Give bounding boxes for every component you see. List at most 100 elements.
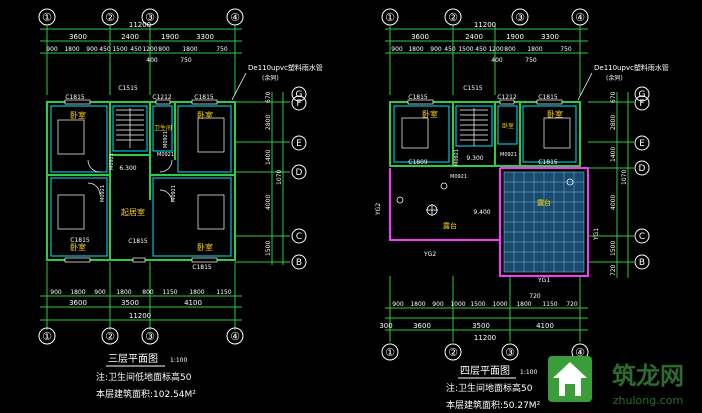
dim-text: 1800 [116, 289, 131, 296]
pipe-label-note: (余同) [262, 74, 279, 82]
dim-text: 450 [130, 46, 142, 53]
door-label: M0921 [163, 131, 169, 148]
room-label: 卧室 [197, 242, 213, 252]
grid-label: ④ [575, 11, 585, 24]
plan-scale: 1:100 [170, 357, 187, 364]
dim-text: 720 [610, 264, 617, 276]
dim-text: 800 [142, 289, 154, 296]
grid-label: E [296, 139, 302, 149]
dim-text: 1150 [216, 289, 231, 296]
elevation-mark: 9.300 [466, 155, 483, 162]
grid-label: ② [448, 11, 458, 24]
yg-label: YG2 [375, 203, 382, 216]
dim-text: 1070 [276, 170, 283, 185]
pipe-label-note: (余同) [606, 74, 623, 82]
room-label: 卧室 [197, 110, 213, 120]
grid-label: E [639, 139, 645, 149]
room-label: 露台 [443, 221, 457, 230]
right-plan: ① ② ③ ④ 11200 3600 2400 1900 3300 900 18… [375, 8, 669, 411]
grid-label: ④ [575, 346, 585, 359]
door-label: M0921 [100, 185, 106, 202]
dim-text: 1500 [610, 241, 617, 256]
dim-text: 1150 [542, 301, 557, 308]
dim-text: 450 [475, 46, 487, 53]
dim-text: 900 [432, 301, 444, 308]
grid-label: ③ [145, 330, 155, 343]
grid-label: ① [42, 11, 52, 24]
grid-label: ① [42, 330, 52, 343]
dim-text: 3300 [196, 33, 214, 41]
dim-text: 3600 [69, 33, 87, 41]
dim-text: 720 [566, 301, 578, 308]
dim-text: 2400 [465, 33, 483, 41]
window-label: C1815 [538, 94, 558, 101]
grid-label: F [639, 99, 644, 109]
dim-text: 11200 [474, 334, 496, 342]
dim-text: 1000 [492, 301, 507, 308]
watermark-url: zhulong.com [613, 394, 683, 407]
dim-text: 2800 [610, 115, 617, 130]
dim-text: 800 [504, 46, 516, 53]
window-label: C1815 [408, 94, 428, 101]
dim-text: 900 [94, 289, 106, 296]
room-label: 卧室 [70, 242, 86, 252]
dim-text: 1500 [470, 301, 485, 308]
dim-text: 1200 [488, 46, 503, 53]
dim-text: 3300 [541, 33, 559, 41]
grid-label: ② [448, 346, 458, 359]
window-label: C1809 [408, 159, 428, 166]
pipe-label: De110upvc塑料雨水管 [248, 63, 323, 72]
dim-text: 900 [50, 289, 62, 296]
plan-title: 三层平面图 [108, 353, 158, 365]
dim-text: 1000 [450, 301, 465, 308]
grid-label: D [639, 164, 646, 174]
grid-label: D [296, 168, 303, 178]
dim-text: 670 [265, 91, 272, 103]
dim-text: 900 [430, 46, 442, 53]
yg-label: YG2 [423, 251, 436, 258]
dim-text: 1900 [161, 33, 179, 41]
dim-text: 1800 [70, 289, 85, 296]
dim-total-top: 11200 [129, 21, 151, 29]
dim-text: 1150 [162, 289, 177, 296]
dim-text: 2800 [265, 115, 272, 130]
window-label: C1815 [65, 94, 85, 101]
plan-area: 本层建筑面积:102.54M² [96, 388, 196, 400]
grid-label: ① [385, 346, 395, 359]
door-label: M0921 [450, 174, 467, 180]
grid-label: B [639, 258, 645, 268]
dim-text: 2400 [121, 33, 139, 41]
dim-text: 800 [158, 46, 170, 53]
window-label: C1815 [538, 159, 558, 166]
room-label: 卧室 [422, 109, 438, 119]
grid-label: ④ [230, 11, 240, 24]
door-label: M0921 [109, 153, 115, 170]
dim-text: 1900 [506, 33, 524, 41]
door-label: M0921 [454, 149, 460, 166]
dim-text: 900 [392, 301, 404, 308]
dim-text: 1070 [621, 170, 628, 185]
dim-text: 3600 [413, 322, 431, 330]
grid-label: ③ [505, 346, 515, 359]
yg-label: YG1 [593, 228, 600, 241]
window-label: C1212 [497, 94, 517, 101]
door-label: M0921 [157, 152, 174, 158]
dim-text: 3500 [121, 299, 139, 307]
dim-text: 300 [379, 322, 392, 330]
plan-title: 四层平面图 [460, 365, 510, 377]
window-label: C1815 [192, 264, 212, 271]
dim-text: 450 [444, 46, 456, 53]
dim-text: 1800 [410, 301, 425, 308]
dim-text: 720 [529, 293, 541, 300]
grid-label: G [296, 90, 303, 100]
window-label: C1515 [463, 85, 483, 92]
yg-label: YG1 [537, 277, 550, 284]
dim-text: 3600 [69, 299, 87, 307]
room-label: 卧室 [547, 109, 563, 119]
grid-label: ② [105, 330, 115, 343]
dim-text: 450 [99, 46, 111, 53]
dim-text: 1800 [64, 46, 79, 53]
window-label: C1212 [152, 94, 172, 101]
room-label: 卧室 [502, 122, 514, 130]
room-label: 起居室 [121, 207, 145, 217]
